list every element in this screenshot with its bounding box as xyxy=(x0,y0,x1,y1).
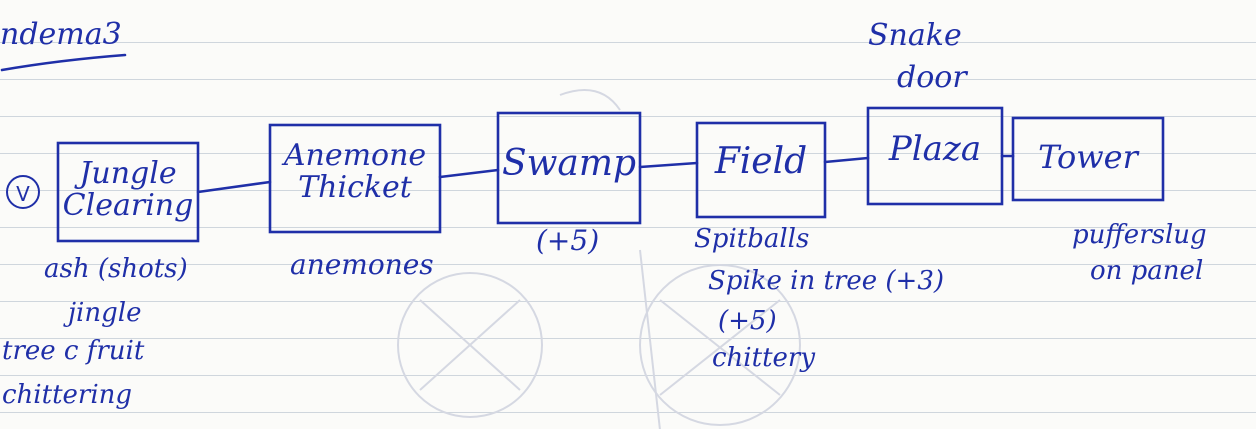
room-box-anemone-thicket xyxy=(268,123,442,234)
note-field-line1: Spitballs xyxy=(694,224,810,254)
note-anemone-line1: anemones xyxy=(290,248,434,281)
connector-anemone-swamp xyxy=(438,168,500,179)
room-label-tower: Tower xyxy=(1038,138,1138,176)
note-jungle-line4: chittering xyxy=(2,380,133,410)
note-jungle-line3: tree c fruit xyxy=(2,336,145,366)
room-label-jungle-clearing: Jungle Clearing xyxy=(62,158,194,221)
note-field-line4: chittery xyxy=(712,343,816,373)
room-label-line: Anemone xyxy=(283,138,427,173)
room-label-plaza: Plaza xyxy=(888,129,982,169)
connector-swamp-field xyxy=(638,161,699,169)
room-label-field: Field xyxy=(714,141,808,182)
connector-field-plaza xyxy=(823,156,870,164)
room-label-line: Jungle xyxy=(79,156,177,191)
room-label-line: Thicket xyxy=(298,169,412,205)
note-tower-line2: on panel xyxy=(1090,256,1204,286)
note-tower-line1: pufferslug xyxy=(1072,220,1207,250)
room-label-line: Clearing xyxy=(62,187,194,223)
room-label-swamp: Swamp xyxy=(501,143,637,184)
room-box-field xyxy=(695,121,827,219)
note-jungle-line1: ash (shots) xyxy=(44,254,188,284)
room-label-anemone-thicket: Anemone Thicket xyxy=(272,140,438,203)
page-title: ndema3 xyxy=(0,17,122,52)
note-plaza-line1: Snake xyxy=(868,18,962,53)
note-field-line3: (+5) xyxy=(718,306,777,336)
note-swamp-line1: (+5) xyxy=(536,224,600,257)
note-jungle-line2: jingle xyxy=(68,298,142,328)
note-field-line2: Spike in tree (+3) xyxy=(708,266,945,296)
note-plaza-line2: door xyxy=(897,60,967,95)
start-marker-icon: V xyxy=(6,175,40,209)
connector-jungle-anemone xyxy=(196,180,272,194)
room-box-tower xyxy=(1011,116,1165,202)
